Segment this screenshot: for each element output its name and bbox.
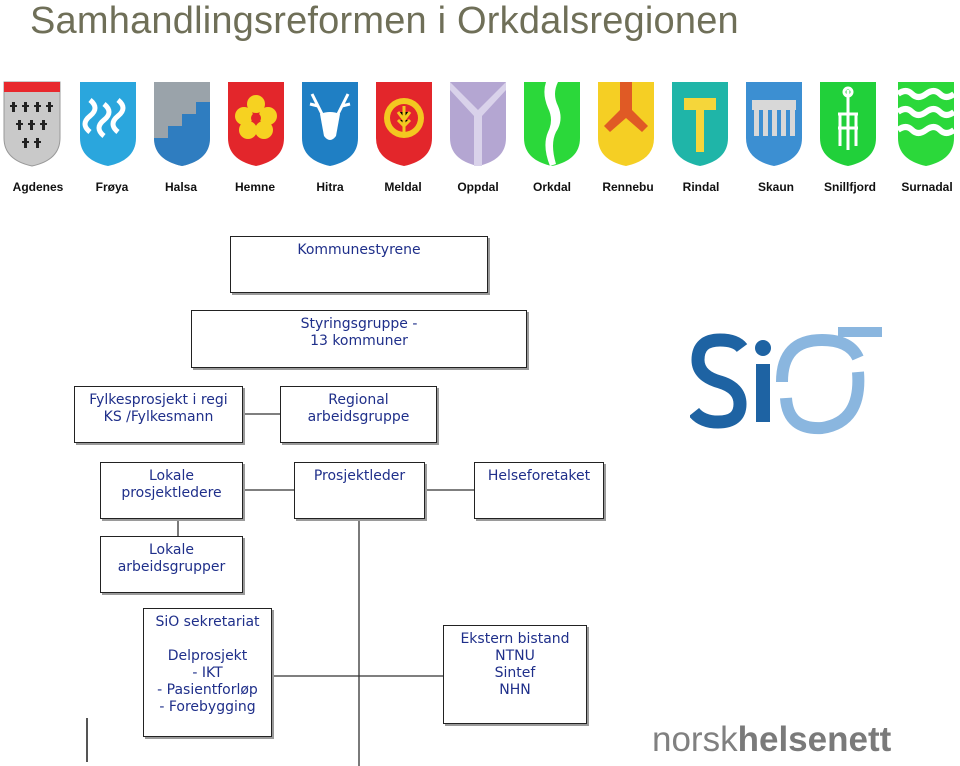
box-label: Fylkesprosjekt i regi <box>89 392 228 408</box>
crosses-shield-icon <box>2 80 62 168</box>
municipality-label: Surnadal <box>901 180 953 194</box>
box-label: arbeidsgrupper <box>117 559 226 575</box>
municipality-label: Oppdal <box>457 180 499 194</box>
kommunestyrene-box: Kommunestyrene <box>230 236 488 293</box>
tool-shield-icon <box>818 80 878 168</box>
fylkesprosjekt-box: Fylkesprosjekt i regi KS /Fylkesmann <box>74 386 243 443</box>
municipality-label: Meldal <box>384 180 422 194</box>
municipality-label: Frøya <box>95 180 129 194</box>
waves-shield-icon <box>78 80 138 168</box>
regional-arbeidsgruppe-box: Regional arbeidsgruppe <box>280 386 437 443</box>
municipality-label: Agdenes <box>12 180 64 194</box>
styringsgruppe-box: Styringsgruppe - 13 kommuner <box>191 310 527 368</box>
hammer-shield-icon <box>670 80 730 168</box>
box-spacer <box>155 631 259 648</box>
fork-shield-icon <box>596 80 656 168</box>
prosjektleder-box: Prosjektleder <box>294 462 425 519</box>
divider <box>86 718 88 762</box>
box-label: Kommunestyrene <box>297 242 421 258</box>
box-label: KS /Fylkesmann <box>103 409 214 425</box>
box-label: Delprosjekt <box>167 648 248 664</box>
wave-stripes-shield-icon <box>896 80 956 168</box>
municipality-label: Skaun <box>757 180 794 194</box>
flower-shield-icon <box>226 80 286 168</box>
deer-shield-icon <box>300 80 360 168</box>
box-label: Prosjektleder <box>313 468 406 484</box>
box-label: Helseforetaket <box>487 468 591 484</box>
municipality-label: Rindal <box>682 180 720 194</box>
box-label: Ekstern bistand <box>460 631 570 647</box>
box-label: Styringsgruppe - <box>300 316 418 332</box>
norsk-helsenett-logo: norskhelsenett <box>652 718 891 762</box>
box-label: Lokale <box>148 542 195 558</box>
sio-logo <box>688 322 885 451</box>
river-shield-icon <box>522 80 582 168</box>
chevron-shield-icon <box>448 80 508 168</box>
box-label: arbeidsgruppe <box>307 409 410 425</box>
municipality-label: Halsa <box>164 180 198 194</box>
stairs-shield-icon <box>152 80 212 168</box>
municipality-label: Snillfjord <box>824 180 876 194</box>
box-label: - IKT <box>192 665 223 681</box>
page-title: Samhandlingsreformen i Orkdalsregionen <box>30 0 739 42</box>
box-label: Lokale <box>148 468 195 484</box>
sio-sekretariat-box: SiO sekretariat Delprosjekt - IKT - Pasi… <box>143 608 272 737</box>
helseforetaket-box: Helseforetaket <box>474 462 604 519</box>
box-label: SiO sekretariat <box>155 614 260 630</box>
box-label: NHN <box>499 682 531 698</box>
box-label: Regional <box>328 392 389 408</box>
box-label: - Pasientforløp <box>157 682 258 698</box>
ekstern-bistand-box: Ekstern bistand NTNU Sintef NHN <box>443 625 587 724</box>
municipality-label: Hitra <box>316 180 344 194</box>
box-label: prosjektledere <box>121 485 222 501</box>
wheat-shield-icon <box>374 80 434 168</box>
municipality-label: Rennebu <box>602 180 654 194</box>
comb-shield-icon <box>744 80 804 168</box>
municipality-label: Hemne <box>234 180 275 194</box>
logo-text-norsk: norsk <box>652 720 738 759</box>
box-label: Sintef <box>494 665 536 681</box>
municipality-label: Orkdal <box>532 180 571 194</box>
lokale-arbeidsgrupper-box: Lokale arbeidsgrupper <box>100 536 243 593</box>
logo-text-helsenett: helsenett <box>737 720 892 759</box>
lokale-prosjektledere-box: Lokale prosjektledere <box>100 462 243 519</box>
box-label: - Forebygging <box>159 699 256 715</box>
box-label: NTNU <box>495 648 535 664</box>
box-label: 13 kommuner <box>310 333 408 349</box>
